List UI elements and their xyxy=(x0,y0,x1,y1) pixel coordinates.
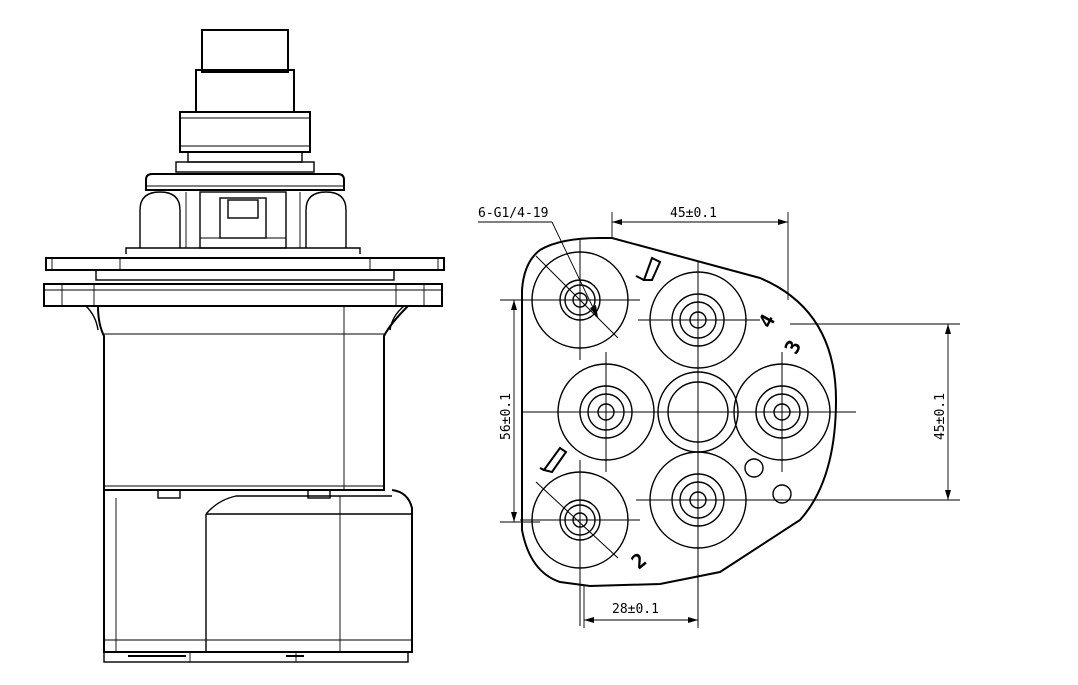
plan-view: 4 3 2 6-G1/4-19 45±0.1 56±0.1 xyxy=(478,206,960,628)
dim-left-label: 56±0.1 xyxy=(499,393,514,440)
dim-right-label: 45±0.1 xyxy=(933,393,948,440)
housing-body xyxy=(85,305,409,499)
port-mark-l-bottom xyxy=(539,446,568,474)
plate-outline xyxy=(521,237,838,588)
port-callout: 6-G1/4-19 xyxy=(478,206,599,319)
side-view xyxy=(43,29,445,663)
port-mark-l-top xyxy=(635,256,662,281)
dim-bottom-label: 28±0.1 xyxy=(612,602,659,617)
dim-right: 45±0.1 xyxy=(760,323,960,501)
dim-left: 56±0.1 xyxy=(499,299,540,523)
mount-hole xyxy=(744,458,764,478)
port-mark-3: 3 xyxy=(779,336,806,358)
dim-bottom: 28±0.1 xyxy=(583,548,699,628)
centerlines xyxy=(520,240,856,626)
valve-block xyxy=(103,489,413,663)
flange-main xyxy=(43,283,443,307)
dim-top-label: 45±0.1 xyxy=(670,206,717,221)
dim-top: 45±0.1 xyxy=(611,206,789,300)
guide-block xyxy=(125,191,361,254)
port-mark-2: 2 xyxy=(627,548,652,574)
mount-hole xyxy=(772,484,792,504)
port-callout-label: 6-G1/4-19 xyxy=(478,206,548,221)
cap xyxy=(145,173,345,191)
port-mark-4: 4 xyxy=(753,310,780,332)
flange-upper xyxy=(45,257,445,281)
plunger-top xyxy=(175,29,315,173)
